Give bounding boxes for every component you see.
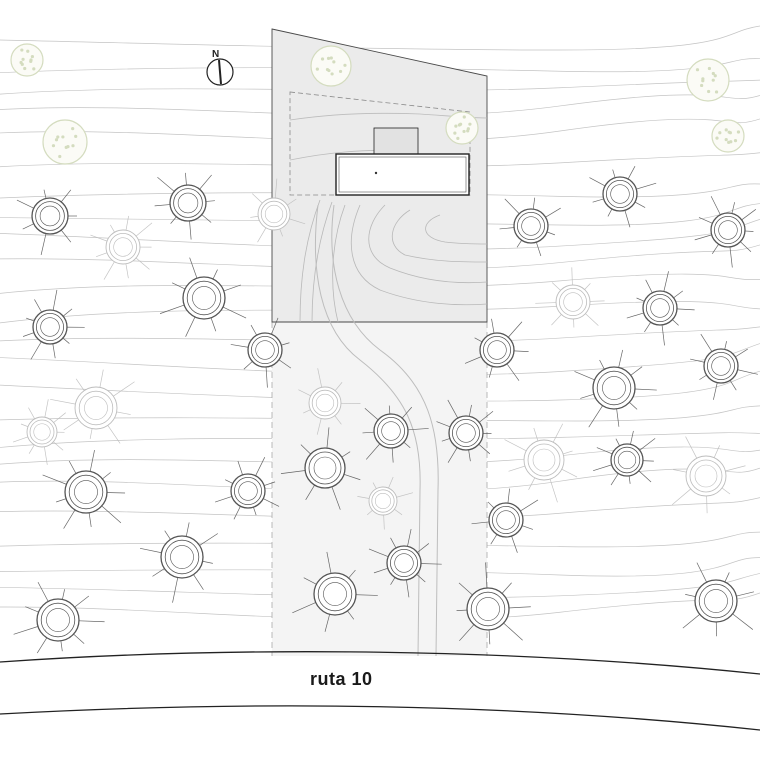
house-interior-line: [338, 156, 467, 193]
tree: [456, 562, 531, 645]
tree: [535, 267, 605, 328]
road-edge-bottom: [0, 705, 760, 731]
road-label: ruta 10: [310, 669, 373, 689]
tree: [215, 457, 280, 520]
contour-line: [0, 370, 760, 402]
tree: [12, 399, 66, 465]
tree: [298, 368, 361, 435]
tree: [504, 423, 578, 503]
shrub: [42, 119, 88, 165]
north-arrow-needle: [218, 59, 222, 85]
tree: [464, 318, 529, 381]
tree: [230, 317, 292, 388]
contour-line: [0, 301, 760, 324]
tree: [357, 476, 414, 530]
tree: [593, 430, 656, 486]
contour-line: [0, 405, 760, 422]
tree: [154, 172, 215, 240]
tree: [694, 196, 757, 268]
road-edge-top: [0, 651, 760, 675]
shrub: [310, 45, 352, 87]
shrub: [445, 111, 479, 145]
shrub: [711, 119, 745, 153]
contour-line: [0, 152, 760, 168]
tree: [159, 257, 247, 337]
tree: [280, 427, 361, 510]
driveway-edge-right: [331, 204, 439, 657]
house: [335, 153, 470, 196]
tree: [22, 289, 85, 360]
contour-line: [0, 432, 760, 448]
tree: [589, 165, 657, 228]
contour-line: [0, 244, 760, 270]
contour-line: [0, 94, 760, 117]
tree: [671, 436, 746, 514]
contour-line: [0, 531, 760, 548]
north-arrow: N: [206, 49, 234, 86]
tree: [250, 178, 306, 243]
contour-line: [0, 446, 760, 465]
tree: [16, 189, 77, 256]
tree: [50, 369, 135, 444]
contour-line: [0, 557, 760, 577]
tree: [292, 551, 378, 632]
tree: [499, 197, 561, 257]
tree: [436, 399, 494, 463]
tree: [139, 522, 219, 603]
house-annex: [373, 127, 419, 155]
shrubs: [10, 43, 745, 165]
house-center-dot: [374, 171, 378, 175]
contour-line: [0, 183, 760, 199]
tree: [574, 349, 657, 428]
contour-line: [0, 273, 760, 294]
contour-line: [0, 25, 760, 51]
trees: [12, 165, 758, 654]
contour-line: [0, 58, 760, 74]
tree: [362, 405, 429, 463]
tree: [690, 333, 758, 400]
tree: [682, 562, 755, 637]
tree: [90, 215, 153, 280]
driveway-edge-left: [314, 204, 421, 657]
tree: [471, 488, 539, 553]
north-label: N: [212, 49, 219, 60]
shrub: [10, 43, 44, 77]
tree: [368, 528, 442, 598]
building-envelope: [289, 91, 471, 196]
tree: [42, 449, 126, 529]
shrub: [686, 58, 730, 102]
tree: [13, 581, 105, 654]
tree: [626, 271, 695, 346]
